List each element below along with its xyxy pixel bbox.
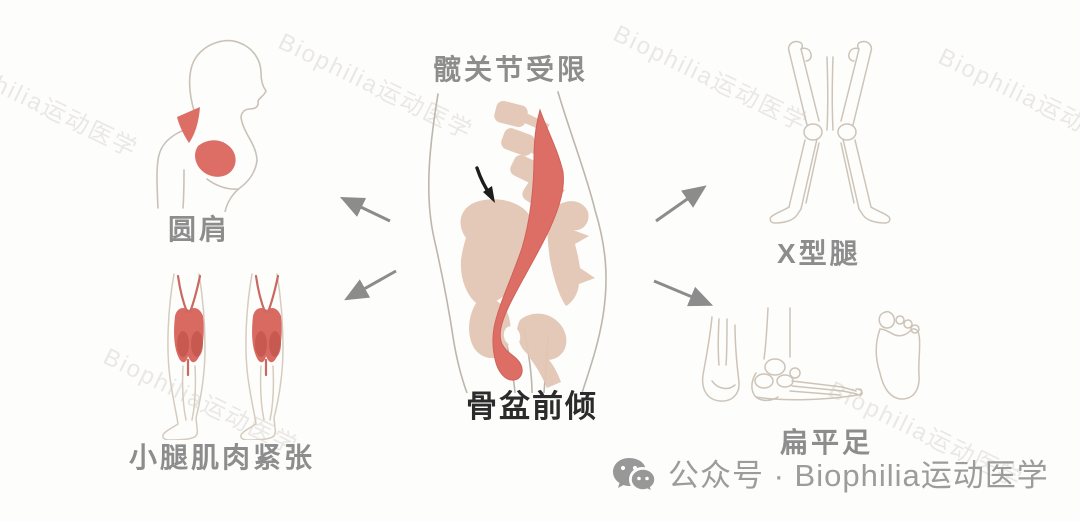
label-flat-feet: 扁平足	[780, 427, 874, 458]
shoulder-outline	[156, 39, 267, 212]
wechat-icon	[613, 458, 656, 494]
calf-right	[239, 272, 285, 440]
down-arrow-icon	[475, 166, 495, 203]
label-x-legs: X型腿	[777, 238, 861, 269]
label-tight-calves: 小腿肌肉紧张	[129, 442, 316, 473]
x-legs-figure	[769, 40, 891, 224]
calf-left	[162, 273, 206, 440]
label-pelvic-tilt-title: 骨盆前倾	[466, 389, 598, 424]
x-legs-outline	[769, 40, 891, 224]
diagonal-watermark: Biophilia运动医学	[0, 46, 143, 164]
rounded-shoulders-figure	[156, 39, 267, 212]
pelvis-illustration	[427, 91, 607, 393]
obturator-foramen	[503, 326, 521, 346]
diagonal-watermark: Biophilia运动医学	[934, 43, 1080, 161]
pec-highlight	[195, 140, 236, 177]
calf-muscles-figure	[162, 272, 285, 440]
trapezius-highlight	[177, 107, 200, 143]
label-hip-restriction: 髋关节受限	[433, 54, 589, 85]
watermark-account-text: 公众号 · Biophilia运动医学	[668, 457, 1049, 493]
watermark-footer: 公众号 · Biophilia运动医学	[612, 456, 1049, 494]
arrow-lower-left	[344, 269, 397, 301]
label-rounded-shoulders: 圆肩	[168, 214, 231, 245]
arrow-upper-left	[339, 197, 391, 223]
feet-outline	[701, 307, 921, 402]
psoas-muscle	[492, 108, 564, 381]
flat-feet-figure	[701, 307, 921, 402]
